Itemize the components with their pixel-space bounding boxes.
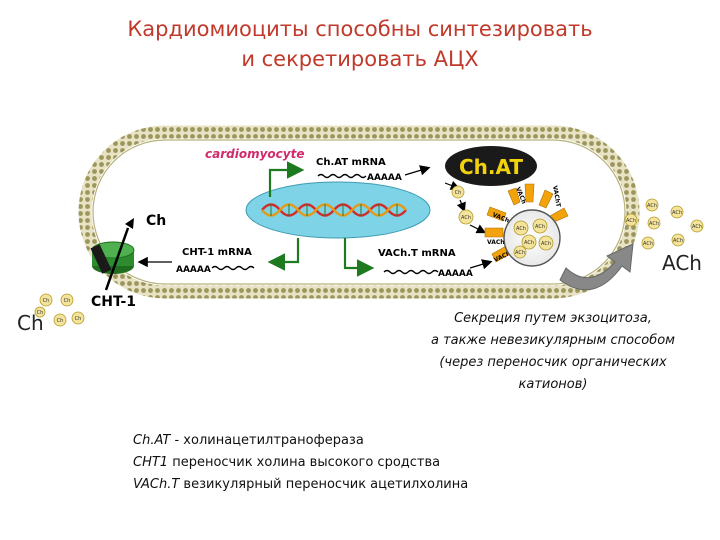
arrow-ch-to-ach bbox=[456, 199, 466, 213]
vacht-polya: AAAAA bbox=[438, 269, 473, 279]
legend-row-vacht: VACh.T везикулярный переносчик ацетилхол… bbox=[133, 474, 613, 496]
cht1-transporter-label: CHT-1 bbox=[91, 294, 136, 310]
cell-membrane bbox=[78, 125, 640, 299]
dna-helix-strand-2 bbox=[261, 203, 407, 217]
nucleus bbox=[245, 181, 431, 239]
cht1-polya: AAAAA bbox=[176, 265, 211, 275]
legend-abbr: CHT1 bbox=[133, 455, 169, 470]
chat-enzyme-label: Ch.AT bbox=[459, 155, 523, 179]
extracellular-ch-3: Ch bbox=[37, 310, 44, 316]
cht1-mrna-label: CHT-1 mRNA bbox=[182, 247, 252, 258]
extracellular-ch-4: Ch bbox=[57, 318, 64, 324]
vacht-label-1: VACh bbox=[487, 239, 505, 246]
arrow-to-cht1-mrna bbox=[267, 238, 300, 271]
vacht-mrna-label: VACh.T mRNA bbox=[378, 248, 456, 259]
caption-line-3: (через переносчик органических bbox=[439, 355, 667, 370]
title-line-1: Кардиомиоциты способны синтезировать bbox=[127, 17, 593, 41]
released-ach-cluster bbox=[624, 198, 704, 250]
vacht-rays bbox=[484, 183, 569, 263]
vesicle-ach-3: ACh bbox=[524, 240, 534, 246]
cht1-mrna-strand bbox=[211, 265, 255, 271]
ach-molecule-inside-label: ACh bbox=[461, 215, 471, 221]
vesicle-ach-4: ACh bbox=[541, 241, 551, 247]
arrow-chat-mrna-to-enzyme bbox=[404, 165, 431, 176]
ch-molecule-inside-label: Ch bbox=[455, 190, 462, 196]
cht1-transporter bbox=[90, 218, 135, 291]
legend-text: - холинацетилтранофераза bbox=[170, 433, 364, 448]
cardiomyocyte-diagram: cardiomyocyte Ch.AT mRNA AAAAA CHT-1 mRN… bbox=[17, 125, 704, 335]
released-ach-2: ACh bbox=[647, 203, 657, 209]
chat-enzyme bbox=[445, 146, 537, 186]
legend-row-chat: Ch.AT - холинацетилтранофераза bbox=[133, 430, 613, 452]
ach-big-label: ACh bbox=[662, 251, 702, 275]
chat-polya: AAAAA bbox=[367, 173, 402, 183]
exocytosis-arrow bbox=[559, 243, 634, 291]
arrow-to-vacht-mrna bbox=[343, 238, 375, 277]
caption-line-4: катионов) bbox=[518, 377, 588, 392]
released-ach-6: ACh bbox=[643, 241, 653, 247]
vesicle-ach-2: ACh bbox=[535, 224, 545, 230]
vesicle-ach-5: ACh bbox=[515, 250, 525, 256]
vacht-mrna-strand bbox=[383, 269, 439, 275]
chat-mrna-strand bbox=[317, 173, 367, 179]
chat-mrna-label: Ch.AT mRNA bbox=[316, 157, 386, 168]
ch-inside-label: Ch bbox=[146, 213, 166, 229]
caption-line-2: а также невезикулярным способом bbox=[431, 333, 675, 348]
extracellular-ch-1: Ch bbox=[43, 298, 50, 304]
released-ach-3: ACh bbox=[672, 210, 682, 216]
ch-big-label: Ch bbox=[17, 311, 44, 335]
extracellular-choline-cluster bbox=[34, 293, 85, 327]
released-ach-4: ACh bbox=[649, 221, 659, 227]
extracellular-ch-5: Ch bbox=[75, 316, 82, 322]
vesicle-ach-1: ACh bbox=[516, 226, 526, 232]
caption-line-1: Секреция путем экзоцитоза, bbox=[454, 311, 652, 326]
abbreviation-legend: Ch.AT - холинацетилтранофераза CHT1 пере… bbox=[133, 430, 613, 496]
vacht-label-vertical: VAChT bbox=[551, 185, 562, 208]
vesicle-ach-molecules bbox=[513, 218, 554, 259]
slide-title: Кардиомиоциты способны синтезировать и с… bbox=[60, 14, 660, 74]
title-line-2: и секретировать АЦХ bbox=[241, 47, 479, 71]
arrow-to-chat-mrna bbox=[268, 161, 305, 197]
arrow-vacht-mrna-to-vesicle bbox=[469, 259, 493, 270]
legend-abbr: Ch.AT bbox=[133, 433, 171, 448]
legend-row-cht1: CHT1 переносчик холина высокого сродства bbox=[133, 452, 613, 474]
legend-abbr: VACh.T bbox=[133, 477, 180, 492]
arrow-ach-to-vesicle bbox=[469, 224, 487, 234]
released-ach-5: ACh bbox=[673, 238, 683, 244]
released-ach-1: ACh bbox=[626, 218, 636, 224]
legend-text: везикулярный переносчик ацетилхолина bbox=[179, 477, 469, 492]
ch-molecule-inside bbox=[451, 185, 465, 199]
ach-molecule-inside bbox=[458, 209, 474, 225]
legend-text: переносчик холина высокого сродства bbox=[168, 455, 441, 470]
cell-label: cardiomyocyte bbox=[205, 147, 304, 161]
extracellular-ch-2: Ch bbox=[64, 298, 71, 304]
secretion-caption: Секреция путем экзоцитоза, а также невез… bbox=[408, 308, 698, 396]
released-ach-7: ACh bbox=[692, 224, 702, 230]
